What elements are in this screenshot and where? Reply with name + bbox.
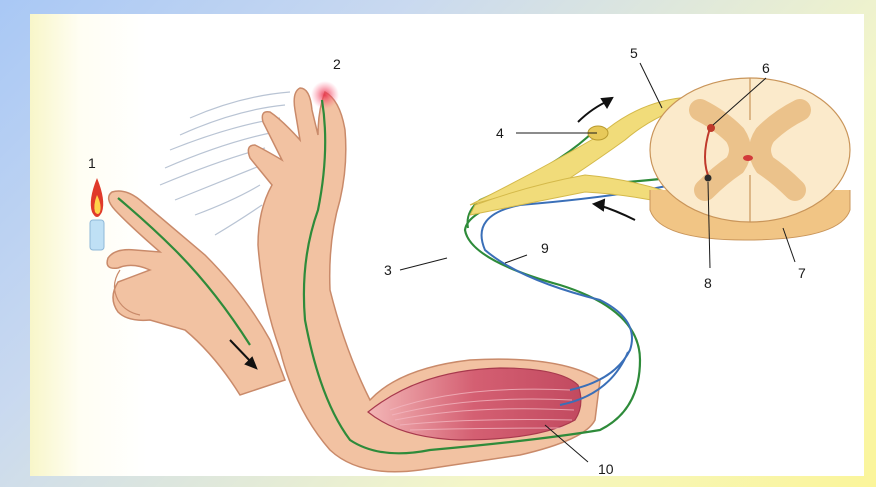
- label-2: 2: [333, 56, 341, 72]
- label-8: 8: [704, 275, 712, 291]
- arm-before-withdrawal: [107, 191, 285, 395]
- label-3: 3: [384, 262, 392, 278]
- candle: [90, 178, 104, 250]
- label-10: 10: [598, 461, 614, 477]
- label-6: 6: [762, 60, 770, 76]
- label-7: 7: [798, 265, 806, 281]
- label-5: 5: [630, 45, 638, 61]
- spinal-cord-section: [650, 78, 850, 240]
- label-1: 1: [88, 155, 96, 171]
- label-4: 4: [496, 125, 504, 141]
- label-9: 9: [541, 240, 549, 256]
- pain-spot-icon: [311, 81, 339, 109]
